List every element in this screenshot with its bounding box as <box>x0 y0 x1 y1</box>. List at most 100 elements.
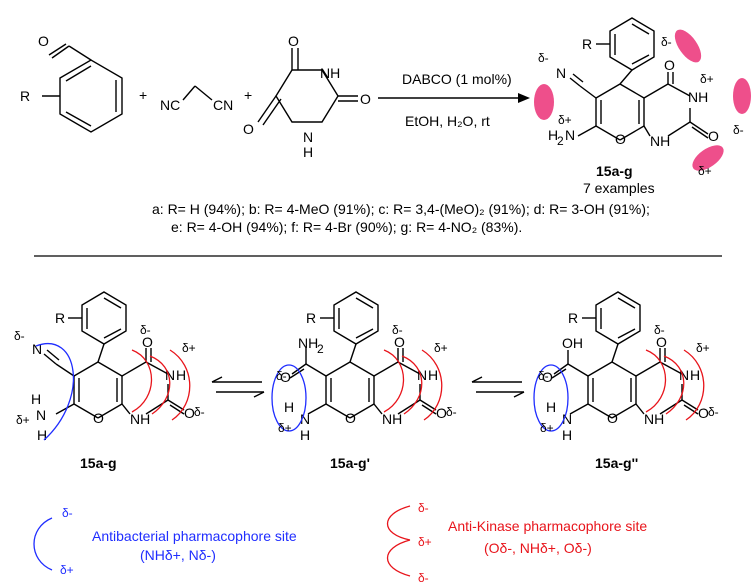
plus-sign: + <box>244 87 252 103</box>
examples-count: 7 examples <box>583 180 655 196</box>
product-structure: R O O NH O NH N H 2 N <box>548 17 719 149</box>
delta-plus: δ+ <box>16 413 30 427</box>
antikinase-arc <box>149 355 171 415</box>
antikinase-sub: (Oδ-, NHδ+, Oδ-) <box>484 540 592 556</box>
svg-text:O: O <box>698 405 709 421</box>
svg-text:O: O <box>93 410 104 426</box>
delta-minus: δ- <box>708 405 719 419</box>
svg-text:R: R <box>582 36 592 52</box>
legend-antikinase: δ- δ+ δ- Anti-Kinase pharmacophore site … <box>386 501 647 585</box>
svg-text:O: O <box>345 410 356 426</box>
delta-minus: δ- <box>446 405 457 419</box>
antikinase-arc <box>421 349 443 421</box>
barbituric-acid-structure: O NH O N H O <box>243 33 371 160</box>
delta-plus: δ+ <box>540 421 554 435</box>
svg-text:N: N <box>165 367 175 383</box>
svg-text:O: O <box>360 91 371 107</box>
svg-text:H: H <box>428 367 438 383</box>
antikinase-legend-arc <box>386 539 411 577</box>
svg-text:CN: CN <box>213 97 233 113</box>
antikinase-arc <box>683 349 705 421</box>
antikinase-arc <box>383 349 405 413</box>
svg-text:H: H <box>31 391 41 407</box>
charge-blob <box>534 84 554 120</box>
tautomer-15a-g-double-prime: R O O N H O NH OH O N H H <box>533 291 719 443</box>
delta-minus: δ- <box>733 123 744 137</box>
svg-text:NH: NH <box>298 335 318 351</box>
delta-plus: δ+ <box>558 113 572 127</box>
charge-blob <box>733 78 751 114</box>
svg-text:H: H <box>546 399 556 415</box>
svg-text:N: N <box>679 367 689 383</box>
svg-text:O: O <box>615 131 626 147</box>
delta-plus: δ+ <box>700 72 714 86</box>
svg-text:O: O <box>243 121 254 137</box>
plus-sign: + <box>139 87 147 103</box>
tautomer-label: 15a-g' <box>330 455 370 471</box>
delta-minus: δ- <box>654 323 665 337</box>
legend-delta-plus: δ+ <box>60 563 74 577</box>
antikinase-title: Anti-Kinase pharmacophore site <box>448 518 647 534</box>
antibacterial-sub: (NHδ+, Nδ-) <box>140 547 216 563</box>
delta-minus: δ- <box>194 405 205 419</box>
svg-text:NH: NH <box>688 89 708 105</box>
svg-text:R: R <box>55 310 65 326</box>
svg-text:N: N <box>562 411 572 427</box>
delta-plus: δ+ <box>696 341 710 355</box>
antikinase-arc <box>645 349 667 413</box>
svg-text:O: O <box>708 128 719 144</box>
delta-minus: δ- <box>392 323 403 337</box>
antikinase-arc <box>169 349 191 421</box>
delta-minus: δ- <box>661 35 672 49</box>
svg-text:H: H <box>300 427 310 443</box>
svg-text:N: N <box>303 129 313 145</box>
antikinase-arc <box>131 349 153 413</box>
svg-text:O: O <box>142 334 153 350</box>
delta-plus: δ+ <box>278 421 292 435</box>
svg-text:N: N <box>32 341 42 357</box>
svg-text:NH: NH <box>650 133 670 149</box>
delta-minus: δ- <box>538 51 549 65</box>
aldehyde-o: O <box>38 33 49 49</box>
svg-text:H: H <box>176 367 186 383</box>
yields-line-1: a: R= H (94%); b: R= 4-MeO (91%); c: R= … <box>152 201 650 217</box>
svg-text:H: H <box>284 399 294 415</box>
svg-text:NH: NH <box>644 411 664 427</box>
antibacterial-arc <box>35 343 75 441</box>
svg-text:OH: OH <box>562 335 583 351</box>
svg-text:O: O <box>664 57 675 73</box>
legend-delta-plus: δ+ <box>418 535 432 549</box>
legend-delta-minus: δ- <box>418 501 429 515</box>
legend-delta-minus: δ- <box>418 571 429 585</box>
svg-text:N: N <box>556 65 566 81</box>
svg-text:NH: NH <box>382 411 402 427</box>
delta-plus: δ+ <box>434 341 448 355</box>
svg-text:H: H <box>548 127 558 143</box>
svg-text:N: N <box>565 127 575 143</box>
svg-text:O: O <box>607 410 618 426</box>
svg-text:NH: NH <box>320 65 340 81</box>
svg-text:H: H <box>303 144 313 160</box>
svg-text:2: 2 <box>317 342 324 356</box>
svg-text:O: O <box>394 334 405 350</box>
svg-text:H: H <box>562 427 572 443</box>
legend-delta-minus: δ- <box>62 506 73 520</box>
svg-text:NH: NH <box>130 411 150 427</box>
svg-text:O: O <box>288 33 299 49</box>
malononitrile-structure: NC CN <box>160 85 233 113</box>
antikinase-arc <box>401 355 423 415</box>
tautomer-15a-g: R O O N H O NH N N H H δ- <box>14 291 205 443</box>
tautomer-15a-g-prime: R O O N H O NH NH 2 O N H H <box>271 291 457 443</box>
svg-text:O: O <box>280 369 291 385</box>
delta-minus: δ- <box>276 369 287 383</box>
delta-plus: δ+ <box>698 164 712 178</box>
svg-text:N: N <box>36 407 46 423</box>
svg-text:R: R <box>306 310 316 326</box>
antibacterial-site <box>533 364 569 432</box>
antibacterial-title: Antibacterial pharmacophore site <box>92 528 297 544</box>
svg-text:R: R <box>568 310 578 326</box>
svg-text:H: H <box>690 367 700 383</box>
svg-text:N: N <box>417 367 427 383</box>
legend-antibacterial: δ- δ+ Antibacterial pharmacophore site (… <box>33 506 297 577</box>
